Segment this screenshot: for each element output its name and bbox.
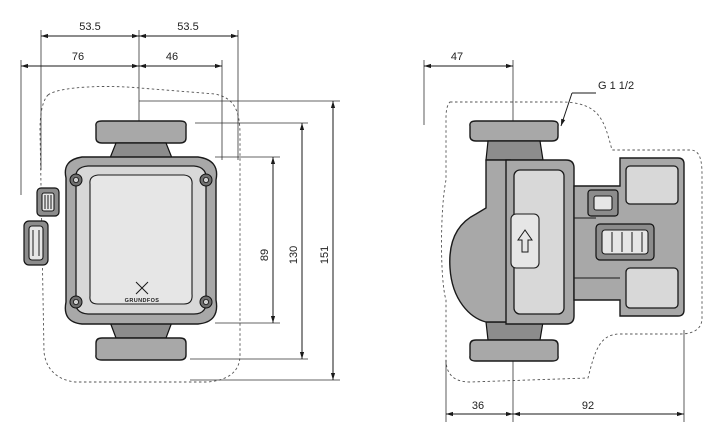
- side-top-flange: [469, 120, 559, 142]
- side-envelope-outline: [441, 101, 703, 383]
- side-module-cap: [625, 165, 679, 205]
- dim-text-side-top: 47: [451, 51, 463, 63]
- dim-text-height-total: 151: [319, 246, 331, 264]
- front-control-inner: [89, 174, 193, 305]
- side-view: 47 36 92 G 1 1/2: [423, 51, 703, 422]
- flow-arrow-box: [510, 213, 540, 269]
- flow-arrow-icon: [517, 229, 533, 253]
- dim-text-top-right: 53.5: [177, 21, 198, 33]
- front-view: 53.5 53.5 76 46 89 130 151: [20, 21, 340, 383]
- dim-text-mid-left: 76: [72, 51, 84, 63]
- dim-text-side-bottom-left: 36: [472, 400, 484, 412]
- side-pump-casing: [449, 159, 511, 323]
- front-top-flange: [95, 120, 187, 144]
- front-envelope-outline: [39, 86, 241, 383]
- dim-text-side-bottom-right: 92: [582, 400, 594, 412]
- side-bottom-flange: [469, 339, 559, 362]
- thread-label: G 1 1/2: [598, 80, 634, 92]
- svg-text:GRUNDFOS: GRUNDFOS: [125, 298, 160, 304]
- dim-text-top-left: 53.5: [79, 21, 100, 33]
- front-bottom-flange: [95, 337, 187, 361]
- dim-text-height-mid: 130: [288, 246, 300, 264]
- grundfos-logo: GRUNDFOS: [125, 281, 160, 304]
- dim-text-height-small: 89: [259, 249, 271, 261]
- dim-text-mid-right: 46: [166, 51, 178, 63]
